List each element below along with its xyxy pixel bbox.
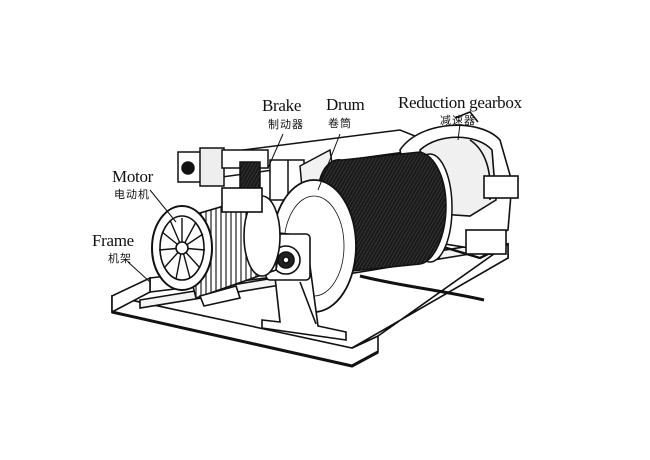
motor-label-cn: 电动机	[114, 188, 150, 201]
frame-label: Frame	[92, 231, 134, 250]
gearbox-label: Reduction gearbox	[398, 93, 522, 112]
brake-label: Brake	[262, 96, 302, 115]
drum-label-cn: 卷筒	[328, 117, 352, 130]
drum-label: Drum	[326, 95, 365, 114]
gearbox-label-cn: 减速器	[440, 114, 476, 127]
brake-label-cn: 制动器	[268, 118, 304, 131]
frame-label-cn: 机架	[108, 252, 132, 265]
drum	[271, 151, 485, 313]
motor-label: Motor	[112, 167, 154, 186]
motor	[151, 187, 281, 307]
leader-lines	[127, 123, 461, 283]
